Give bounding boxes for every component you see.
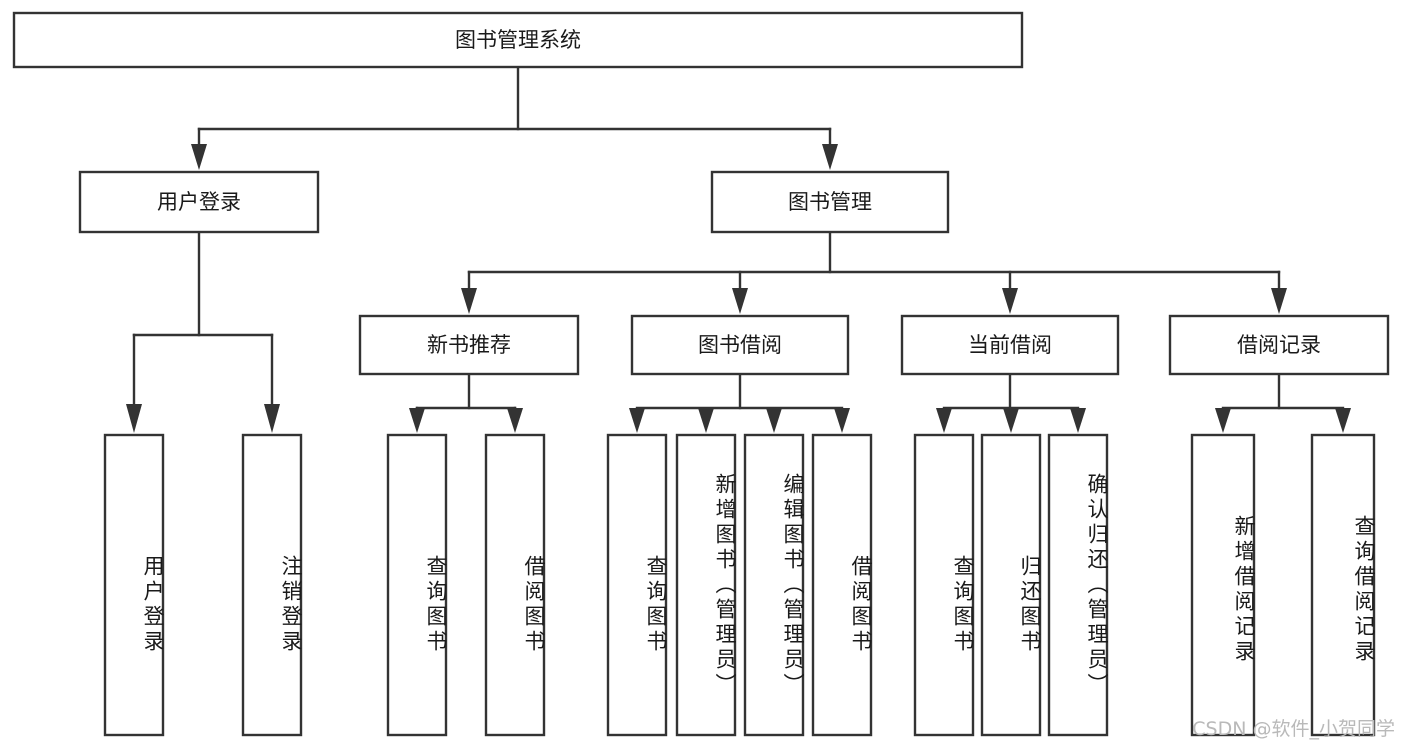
leaf-box-user-login[interactable] xyxy=(103,433,165,737)
node-book-borrow-box[interactable] xyxy=(630,314,850,376)
leaf-box-query-book-cb[interactable] xyxy=(913,433,975,737)
node-borrow-record-box[interactable] xyxy=(1168,314,1390,376)
leaf-box-logout[interactable] xyxy=(241,433,303,737)
connector-group-new-book-rec xyxy=(409,372,523,433)
connector-group-current-borrow xyxy=(936,372,1086,433)
arrow-head-borrow-record xyxy=(1271,288,1287,314)
node-user-login-box[interactable] xyxy=(78,170,320,234)
arrow-head-current-borrow xyxy=(1002,288,1018,314)
arrow-head-cb-leaf2 xyxy=(1003,408,1019,433)
arrow-head-user-login xyxy=(191,144,207,170)
leaf-box-return-book[interactable] xyxy=(980,433,1042,737)
connector-group-borrow-record xyxy=(1215,372,1351,433)
arrow-head-bb-leaf3 xyxy=(766,408,782,433)
arrow-head-new-book-rec xyxy=(461,288,477,314)
node-user-login-label: 用户登录 xyxy=(157,190,241,214)
node-book-management-label: 图书管理 xyxy=(788,190,872,214)
node-book-borrow[interactable]: 图书借阅 xyxy=(630,314,850,376)
connector-group-user-login xyxy=(126,230,280,433)
leaf-box-borrow-book-bb[interactable] xyxy=(811,433,873,737)
csdn-watermark: CSDN @软件_小贺同学 xyxy=(1192,718,1395,740)
arrow-head-bb-leaf4 xyxy=(834,408,850,433)
connector-group-root xyxy=(191,65,838,170)
arrow-head-nbr-leaf2 xyxy=(507,408,523,433)
node-new-book-recommend[interactable]: 新书推荐 xyxy=(358,314,580,376)
node-user-login[interactable]: 用户登录 xyxy=(78,170,320,234)
node-root-box[interactable] xyxy=(12,11,1024,69)
leaf-box-borrow-book-nbr[interactable] xyxy=(484,433,546,737)
arrow-head-leaf-logout xyxy=(264,404,280,433)
arrow-head-cb-leaf1 xyxy=(936,408,952,433)
arrow-head-book-borrow xyxy=(732,288,748,314)
arrow-head-bb-leaf1 xyxy=(629,408,645,433)
arrow-head-book-mgmt xyxy=(822,144,838,170)
leaf-box-confirm-return-admin[interactable] xyxy=(1047,433,1109,737)
arrow-head-br-leaf2 xyxy=(1335,408,1351,433)
leaf-box-add-book-admin[interactable] xyxy=(675,433,737,737)
node-current-borrow-box[interactable] xyxy=(900,314,1120,376)
leaf-box-edit-book-admin[interactable] xyxy=(743,433,805,737)
node-new-book-recommend-label: 新书推荐 xyxy=(427,333,511,357)
connector-group-book-borrow xyxy=(629,372,850,433)
node-borrow-record[interactable]: 借阅记录 xyxy=(1168,314,1390,376)
arrow-head-cb-leaf3 xyxy=(1070,408,1086,433)
leaf-box-query-book-bb[interactable] xyxy=(606,433,668,737)
node-current-borrow-label: 当前借阅 xyxy=(968,333,1052,357)
node-root[interactable]: 图书管理系统 xyxy=(12,11,1024,69)
node-book-management[interactable]: 图书管理 xyxy=(710,170,950,234)
arrow-head-leaf-user-login xyxy=(126,404,142,433)
node-borrow-record-label: 借阅记录 xyxy=(1237,333,1321,357)
leaf-box-query-borrow-record[interactable] xyxy=(1310,433,1376,737)
node-root-label: 图书管理系统 xyxy=(455,28,581,52)
node-new-book-recommend-box[interactable] xyxy=(358,314,580,376)
leaf-box-query-book-nbr[interactable] xyxy=(386,433,448,737)
connector-group-book-mgmt xyxy=(461,230,1287,314)
node-book-borrow-label: 图书借阅 xyxy=(698,333,782,357)
arrow-head-br-leaf1 xyxy=(1215,408,1231,433)
arrow-head-nbr-leaf1 xyxy=(409,408,425,433)
leaf-box-add-borrow-record[interactable] xyxy=(1190,433,1256,737)
arrow-head-bb-leaf2 xyxy=(698,408,714,433)
node-book-management-box[interactable] xyxy=(710,170,950,234)
node-current-borrow[interactable]: 当前借阅 xyxy=(900,314,1120,376)
